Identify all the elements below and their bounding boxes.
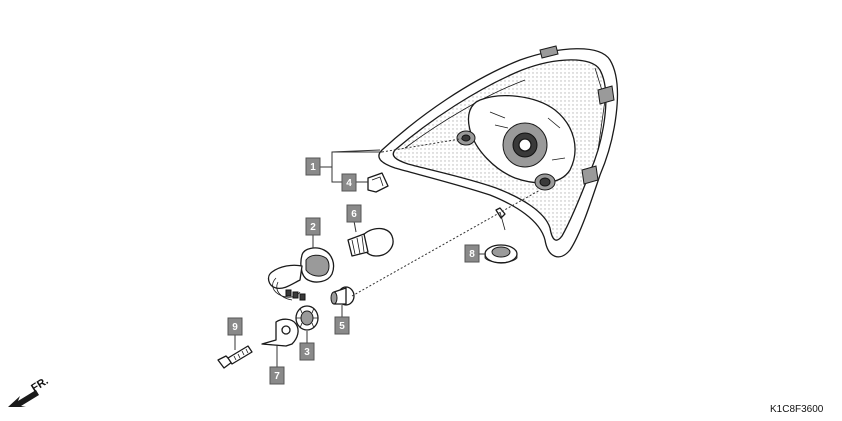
callout-8: 8 <box>464 244 480 263</box>
callout-3: 3 <box>299 342 315 361</box>
part-3-seal <box>295 305 319 331</box>
front-direction-indicator: FR. <box>8 375 51 407</box>
part-2-socket <box>267 247 335 301</box>
front-direction-label: FR. <box>29 375 50 395</box>
callout-2-label: 2 <box>310 222 316 233</box>
callout-2: 2 <box>305 217 321 236</box>
callout-7-label: 7 <box>274 371 280 382</box>
front-arrow-icon <box>8 390 39 407</box>
callout-4-label: 4 <box>346 178 352 189</box>
part-4-grommet <box>367 172 389 193</box>
callout-7: 7 <box>269 366 285 385</box>
callout-6: 6 <box>346 204 362 223</box>
callout-1: 1 <box>305 157 321 176</box>
part-5-plug <box>330 286 355 306</box>
callout-1-label: 1 <box>310 162 316 173</box>
part-6-bulb <box>347 227 394 257</box>
part-9-bolt <box>217 345 253 369</box>
callout-9: 9 <box>227 317 243 336</box>
callout-3-label: 3 <box>304 347 310 358</box>
part-7-bracket <box>261 318 299 347</box>
callout-9-label: 9 <box>232 322 238 333</box>
callout-8-label: 8 <box>469 249 475 260</box>
callout-5-label: 5 <box>339 321 345 332</box>
tail-light-housing <box>378 45 619 258</box>
callout-4: 4 <box>341 173 357 192</box>
callout-5: 5 <box>334 316 350 335</box>
part-8-nut <box>484 244 518 264</box>
callout-6-label: 6 <box>351 209 357 220</box>
drawing-code: K1C8F3600 <box>770 404 824 415</box>
